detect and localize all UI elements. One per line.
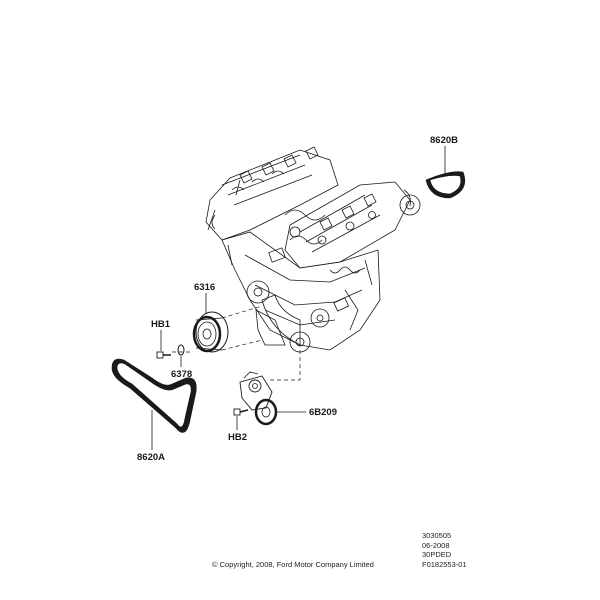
belt-8620b [425, 171, 466, 199]
callout-6378: 6378 [171, 369, 192, 380]
crankshaft-pulley [192, 311, 229, 353]
callout-8620a: 8620A [137, 452, 165, 463]
engine-block-illustration [205, 146, 421, 353]
reference-line-3: 30PDED [422, 550, 452, 559]
belt-tensioner [239, 371, 278, 426]
reference-line-2: 06-2008 [422, 540, 450, 550]
callout-6316: 6316 [194, 282, 215, 293]
washer-6378 [177, 344, 185, 356]
bolt-hb2 [233, 408, 249, 416]
callout-8620b: 8620B [430, 135, 458, 146]
reference-block: 3030505 06-2008 30PDED F0182553-01 [422, 531, 467, 569]
reference-line-4: F0182553-01 [422, 559, 467, 569]
copyright-notice: © Copyright, 2008, Ford Motor Company Li… [212, 560, 374, 569]
callout-6b209: 6B209 [309, 407, 337, 418]
belt-8620a [111, 358, 197, 433]
callout-hb2: HB2 [228, 432, 247, 443]
callout-hb1: HB1 [151, 319, 171, 330]
bolt-hb1 [156, 351, 171, 359]
reference-line-1: 3030505 [422, 531, 452, 540]
